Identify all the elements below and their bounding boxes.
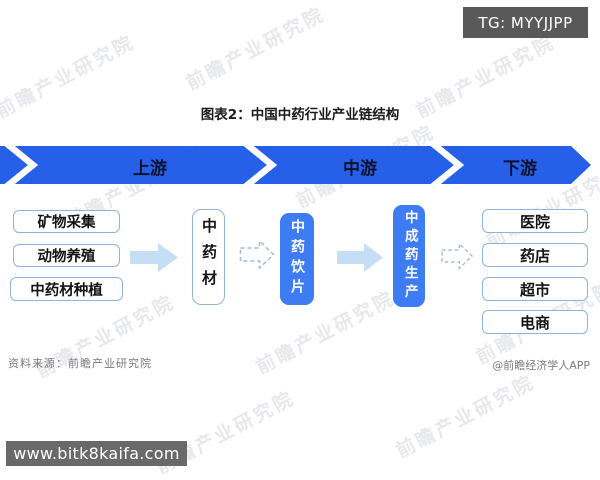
ribbon-separator (243, 146, 278, 184)
dashed-flow-arrow-icon (239, 239, 275, 270)
dashed-flow-arrow-icon (441, 242, 474, 270)
node-animal-breeding: 动物养殖 (13, 244, 120, 267)
chevron-ribbon (0, 146, 591, 184)
ribbon-separator (430, 146, 465, 184)
ribbon-separator (4, 146, 39, 184)
watermark-text: 前瞻产业研究院 (252, 286, 399, 379)
stage-label-midstream: 中游 (343, 159, 377, 179)
stage-label-downstream: 下游 (503, 159, 537, 179)
stage-label-upstream: 上游 (133, 159, 167, 179)
watermark-text: 前瞻产业研究院 (182, 2, 329, 95)
node-mineral-collection: 矿物采集 (13, 210, 120, 233)
node-herb-planting: 中药材种植 (10, 277, 123, 301)
node-decoction-pieces-label: 中药饮片 (289, 219, 305, 299)
flow-arrow-right-icon (130, 243, 178, 272)
node-supermarket: 超市 (482, 277, 588, 301)
node-herbal-raw-material-label: 中药材 (200, 218, 218, 296)
tg-contact-badge: TG: MYYJJPP (463, 7, 588, 38)
credit-note: @前瞻经济学人APP (492, 359, 590, 372)
node-patent-medicine-production: 中成药生产 (393, 205, 425, 307)
data-source-note: 资料来源：前瞻产业研究院 (8, 357, 152, 370)
watermark-text: 前瞻产业研究院 (392, 370, 539, 463)
chart-title: 图表2：中国中药行业产业链结构 (200, 107, 400, 123)
website-url-bar: www.bitk8kaifa.com (6, 441, 187, 466)
node-herbal-raw-material: 中药材 (192, 209, 225, 305)
flow-arrow-right-icon (337, 243, 383, 272)
node-pharmacy: 药店 (482, 243, 588, 267)
node-ecommerce: 电商 (482, 310, 588, 334)
node-patent-medicine-production-label: 中成药生产 (401, 209, 418, 303)
node-decoction-pieces: 中药饮片 (280, 213, 314, 305)
node-hospital: 医院 (482, 209, 588, 233)
